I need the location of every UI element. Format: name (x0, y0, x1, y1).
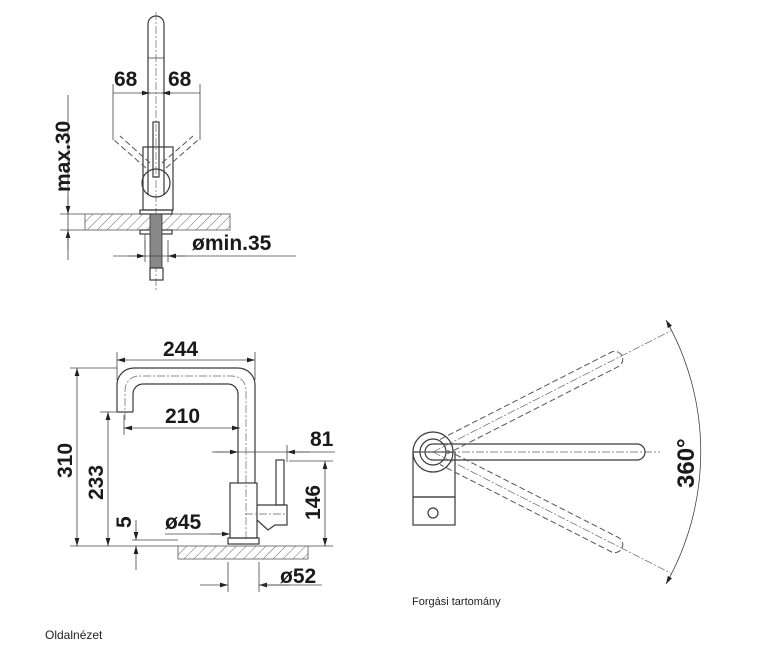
side-view-caption: Oldalnézet (45, 628, 103, 642)
body (229, 482, 258, 539)
dim-d52: ø52 (280, 565, 316, 588)
dim-310: 310 (54, 443, 77, 478)
rotation-view: 360° (412, 319, 702, 585)
dim-210: 210 (165, 405, 200, 428)
dim-360: 360° (673, 438, 700, 488)
rotation-arc (665, 319, 702, 585)
dim-146: 146 (302, 485, 325, 520)
dim-5: 5 (113, 516, 136, 528)
shank (149, 213, 163, 269)
spout-outer (116, 367, 256, 483)
dim-81: 81 (310, 428, 334, 451)
body (412, 451, 456, 498)
dim-68-right: 68 (168, 68, 192, 91)
dim-244: 244 (163, 338, 198, 361)
dim-233: 233 (85, 465, 108, 500)
dim-min35: ømin.35 (192, 232, 272, 255)
dim-d45: ø45 (165, 511, 202, 534)
lever (152, 121, 160, 178)
countertop (177, 545, 309, 560)
side-view: 244 210 310 233 81 146 5 ø45 (54, 338, 335, 592)
dim-max30: max.30 (52, 121, 75, 192)
dim-68-left: 68 (114, 68, 138, 91)
spout-center (424, 443, 646, 461)
rotation-caption: Forgási tartomány (412, 596, 501, 608)
front-view: 68 68 max.30 ømin.35 (52, 12, 296, 290)
lever (275, 459, 285, 506)
